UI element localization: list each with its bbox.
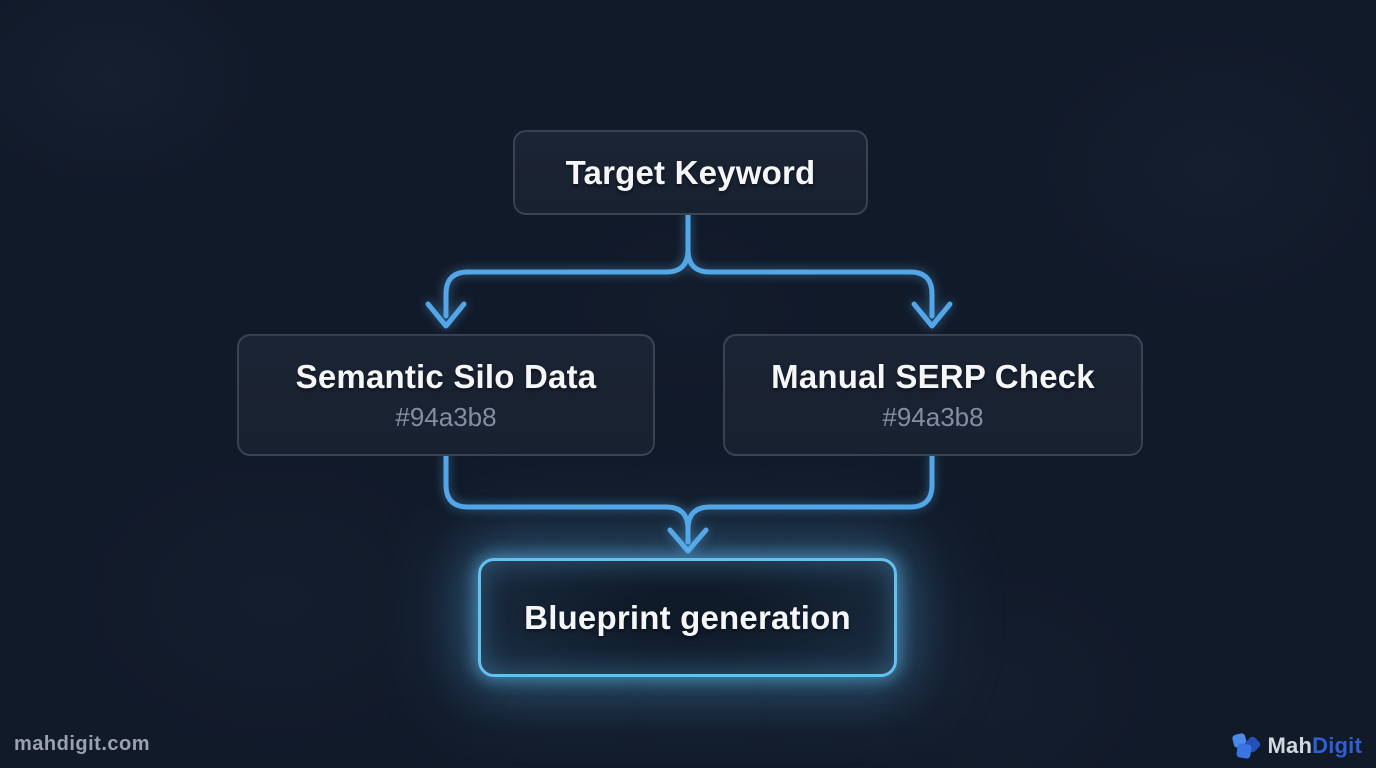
- edge-target-to-silo: [443, 212, 691, 319]
- brand-logo: MahDigit: [1230, 730, 1363, 762]
- node-semantic-silo-data: Semantic Silo Data #94a3b8: [237, 334, 655, 456]
- arrowhead-silo: [425, 301, 467, 329]
- brand-name-secondary: Digit: [1312, 733, 1362, 758]
- arrowhead-blueprint: [667, 527, 709, 554]
- node-blueprint-generation: Blueprint generation: [478, 558, 897, 677]
- node-semantic-silo-label: Semantic Silo Data: [295, 357, 597, 395]
- brand-name: MahDigit: [1268, 733, 1363, 759]
- node-blueprint-label: Blueprint generation: [524, 598, 851, 636]
- brand-logo-icon: [1230, 730, 1262, 762]
- node-semantic-silo-sublabel: #94a3b8: [395, 401, 497, 432]
- edge-silo-to-blueprint: [443, 453, 691, 545]
- edge-serp-to-blueprint: [685, 453, 935, 545]
- edge-target-to-serp: [685, 212, 935, 319]
- node-manual-serp-check: Manual SERP Check #94a3b8: [723, 334, 1143, 456]
- node-target-keyword: Target Keyword: [513, 130, 868, 215]
- node-manual-serp-label: Manual SERP Check: [771, 357, 1095, 395]
- node-target-keyword-label: Target Keyword: [565, 153, 816, 191]
- website-url: mahdigit.com: [14, 733, 151, 755]
- node-manual-serp-sublabel: #94a3b8: [882, 401, 984, 432]
- arrowhead-serp: [911, 301, 953, 329]
- brand-name-primary: Mah: [1267, 733, 1313, 758]
